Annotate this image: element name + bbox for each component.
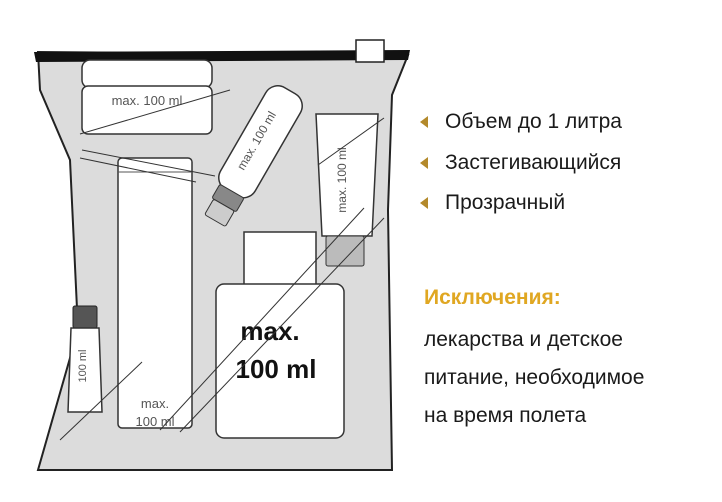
big-container: max. 100 ml [215,231,345,439]
feature-text: Прозрачный [445,191,566,214]
can-volume-label: 100 ml [135,414,174,429]
zip-slider [355,39,385,63]
feature-item: Прозрачный [420,186,565,220]
jar-label: max. 100 ml [112,93,183,108]
jar-container: max. 100 ml [81,59,213,135]
triangle-bullet-icon [420,157,428,169]
tall-can: max. 100 ml [117,157,193,429]
exceptions-line: лекарства и детское [424,328,623,351]
small-tube: 100 ml [67,305,103,413]
feature-text: Объем до 1 литра [445,110,622,133]
exceptions-line: питание, необходимое [424,366,645,389]
tube-small-label: 100 ml [77,349,89,382]
feature-item: Объем до 1 литра [420,105,622,139]
zip-strip [34,50,410,62]
triangle-bullet-icon [420,197,428,209]
feature-text: Застегивающийся [445,151,622,174]
exceptions-line: на время полета [424,404,587,427]
triangle-bullet-icon [420,116,428,128]
big-container-max: max. [240,316,299,346]
bag-reflection-lines [59,89,385,441]
can-max-label: max. [141,396,169,411]
feature-item: Застегивающийся [420,146,621,180]
tube-large-label: max. 100 ml [335,147,349,212]
tilted-bottle: max. 100 ml [204,85,303,227]
large-tube: max. 100 ml [315,113,379,267]
big-container-volume: 100 ml [236,354,317,384]
exceptions-title: Исключения: [424,286,561,309]
